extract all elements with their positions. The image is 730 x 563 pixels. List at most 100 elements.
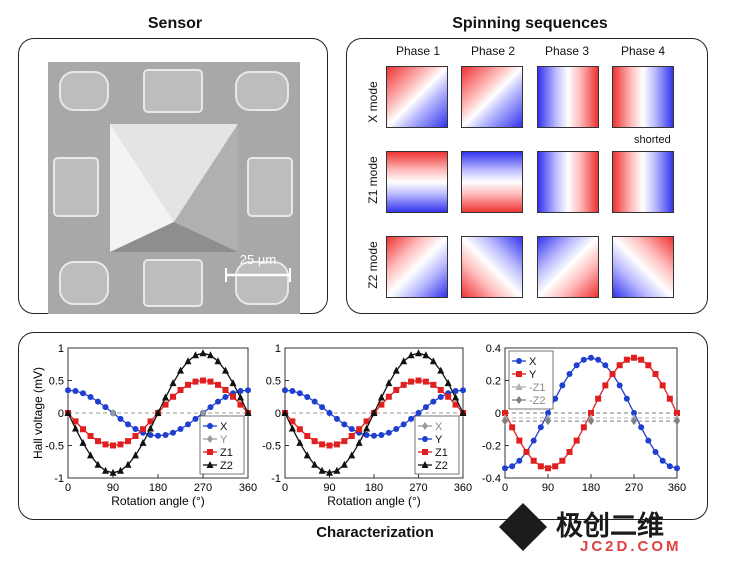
data-point xyxy=(371,432,377,439)
data-point xyxy=(72,424,79,432)
data-point xyxy=(124,460,132,468)
data-point xyxy=(602,362,609,369)
data-point xyxy=(282,387,288,394)
x-tick-label: 270 xyxy=(625,482,643,494)
data-point xyxy=(222,393,229,400)
data-point xyxy=(162,393,169,401)
data-point xyxy=(674,417,680,426)
legend-marker xyxy=(422,436,428,442)
legend-marker xyxy=(207,423,213,429)
data-point xyxy=(516,437,523,444)
legend-marker xyxy=(422,422,428,430)
data-point xyxy=(502,410,508,416)
data-point xyxy=(437,366,445,374)
cell-z2-phase3 xyxy=(537,236,599,298)
data-point xyxy=(545,417,551,426)
data-point xyxy=(378,431,385,438)
legend-label: -Z2 xyxy=(529,395,546,407)
data-point xyxy=(296,438,304,446)
y-tick-label: 0 xyxy=(495,408,501,420)
data-point xyxy=(545,410,551,416)
phase-label-1: Phase 1 xyxy=(395,44,441,58)
data-point xyxy=(502,417,508,426)
data-point xyxy=(378,401,385,408)
data-point xyxy=(616,362,623,369)
data-point xyxy=(652,371,659,377)
data-point xyxy=(192,415,199,422)
data-point xyxy=(281,409,289,416)
data-point xyxy=(631,410,637,416)
data-point xyxy=(288,424,296,432)
y-tick-label: 0.2 xyxy=(486,376,501,388)
data-point xyxy=(72,418,79,425)
data-point xyxy=(523,449,530,455)
data-point xyxy=(95,438,101,445)
data-point xyxy=(400,357,408,365)
data-point xyxy=(638,424,645,431)
data-point xyxy=(147,431,154,438)
data-point xyxy=(326,410,333,416)
data-point xyxy=(516,457,523,464)
legend-label: Y xyxy=(435,434,443,446)
data-point xyxy=(437,393,444,400)
data-point xyxy=(408,415,415,422)
data-point xyxy=(415,349,422,357)
data-point xyxy=(80,426,86,433)
data-point xyxy=(117,415,124,422)
y-tick-label: 1 xyxy=(275,343,281,355)
data-point xyxy=(430,398,437,405)
data-point xyxy=(460,387,466,394)
data-point xyxy=(566,371,573,377)
data-point xyxy=(348,426,355,433)
data-point xyxy=(162,431,169,438)
legend-label: Y xyxy=(220,434,228,446)
data-point xyxy=(80,390,86,397)
data-point xyxy=(559,382,566,389)
data-point xyxy=(117,441,124,448)
data-point xyxy=(393,386,400,393)
data-point xyxy=(311,398,318,405)
data-point xyxy=(215,398,221,405)
data-point xyxy=(237,393,244,401)
data-point xyxy=(214,357,222,365)
data-point xyxy=(407,351,415,359)
data-point xyxy=(609,371,616,377)
legend-marker xyxy=(206,461,214,468)
data-point xyxy=(289,388,296,395)
data-point xyxy=(674,410,680,416)
data-point xyxy=(102,404,109,411)
x-tick-label: 0 xyxy=(65,482,71,494)
shorted-note: shorted xyxy=(634,134,671,146)
data-point xyxy=(200,377,206,384)
scale-bar-label: 25 µm xyxy=(240,252,276,267)
data-point xyxy=(415,410,422,416)
data-point xyxy=(147,424,154,432)
data-point xyxy=(177,426,184,433)
data-point xyxy=(319,404,326,411)
data-point xyxy=(289,418,296,425)
data-point xyxy=(177,386,184,393)
data-point xyxy=(326,442,333,449)
sensor-title: Sensor xyxy=(147,15,203,32)
data-point xyxy=(348,433,355,440)
data-point xyxy=(393,426,400,433)
x-tick-label: 0 xyxy=(502,482,508,494)
x-tick-label: 0 xyxy=(282,482,288,494)
y-tick-label: 0 xyxy=(275,408,281,420)
watermark-name: 极创二维 xyxy=(556,511,664,541)
data-point xyxy=(595,395,602,402)
cell-x-phase4 xyxy=(612,66,674,128)
data-point xyxy=(296,426,303,433)
data-point xyxy=(400,421,407,428)
legend-label: Z2 xyxy=(220,460,233,472)
data-point xyxy=(333,415,340,422)
data-point xyxy=(229,379,237,387)
data-point xyxy=(422,351,430,359)
data-point xyxy=(318,466,326,474)
data-point xyxy=(304,393,311,400)
y-axis-label: Hall voltage (mV) xyxy=(31,367,45,459)
data-point xyxy=(429,357,437,365)
data-point xyxy=(363,418,370,425)
